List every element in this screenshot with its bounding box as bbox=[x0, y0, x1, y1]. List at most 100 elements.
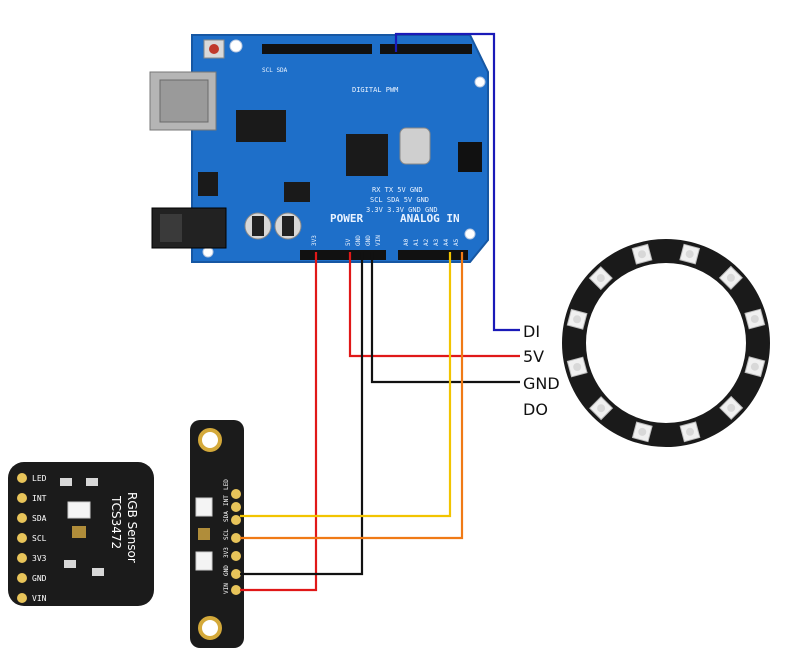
power-pin-label: 3V3 bbox=[311, 235, 318, 246]
wire-5v-sensor bbox=[240, 252, 318, 592]
pin-label: 3V3 bbox=[223, 547, 230, 558]
power-pin-label: GND bbox=[355, 235, 362, 246]
label-scl-sda: SCL SDA bbox=[262, 67, 288, 74]
power-pin-label: 5V bbox=[345, 238, 352, 246]
sensor-left: LED INT SDA SCL 3V3 GND VIN TCS3472 RGB … bbox=[8, 462, 154, 606]
ring-led-lens bbox=[597, 404, 606, 413]
mcu-chip bbox=[346, 134, 388, 176]
sensor-left-led bbox=[67, 501, 91, 519]
pin-label: SCL bbox=[32, 534, 47, 543]
pin-pad bbox=[17, 493, 27, 503]
mount-hole bbox=[474, 76, 486, 88]
label-power: POWER bbox=[330, 212, 363, 225]
sensor-left-pins bbox=[17, 473, 27, 603]
pin-label: GND bbox=[223, 565, 230, 576]
wire-sda bbox=[240, 252, 452, 518]
sensor-right-title: TCS3472 Colour Sensor bbox=[180, 488, 191, 607]
pin-label: INT bbox=[223, 495, 230, 506]
ring-led-lens bbox=[750, 315, 759, 323]
sensor-left-title-1: TCS3472 bbox=[109, 495, 123, 549]
ring-connection-labels: DI 5V GND DO bbox=[523, 322, 560, 419]
sensor-left-title-2: RGB Sensor bbox=[125, 492, 139, 563]
wires bbox=[240, 32, 520, 592]
mount-hole bbox=[464, 228, 476, 240]
regulator bbox=[198, 172, 218, 196]
pin-label: SDA bbox=[32, 514, 47, 523]
pin-label: LED bbox=[223, 479, 230, 490]
analog-pin-label: A4 bbox=[443, 238, 450, 246]
ring-led-lens bbox=[727, 403, 736, 412]
analog-pin-label: A5 bbox=[453, 238, 460, 246]
wire-scl bbox=[240, 252, 464, 540]
pin-pad bbox=[17, 593, 27, 603]
analog-pin-labels: A0 A1 A2 A3 A4 A5 bbox=[403, 238, 460, 246]
pin-pad bbox=[17, 513, 27, 523]
power-pin-label: GND bbox=[365, 235, 372, 246]
pin-pad bbox=[231, 533, 241, 543]
pin-pad bbox=[231, 551, 241, 561]
sensor-right-led bbox=[195, 497, 213, 517]
ring-led-lens bbox=[573, 315, 582, 324]
pin-label: INT bbox=[32, 494, 47, 503]
ring-led-lens bbox=[726, 273, 735, 282]
pin-pad bbox=[231, 489, 241, 499]
pin-label: GND bbox=[32, 574, 47, 583]
ring-led-lens bbox=[750, 362, 759, 371]
power-pin-label: VIN bbox=[375, 235, 382, 246]
sensor-right-led bbox=[195, 551, 213, 571]
small-chip bbox=[284, 182, 310, 202]
wire-gnd-sensor bbox=[240, 252, 364, 576]
label-di: DI bbox=[523, 322, 540, 341]
wire-5v-ring bbox=[348, 252, 520, 358]
power-pin-labels: 3V3 5V GND GND VIN bbox=[311, 235, 382, 246]
sensor-left-chip bbox=[72, 526, 86, 538]
mount-hole bbox=[198, 616, 222, 640]
label-5v: 5V bbox=[523, 347, 544, 366]
label-gnd: GND bbox=[523, 374, 560, 393]
pin-pad bbox=[231, 569, 241, 579]
sensor-right-pins bbox=[231, 489, 241, 595]
label-digital-pwm: DIGITAL PWM bbox=[352, 86, 398, 94]
label-scl-sda-5v: SCL SDA 5V GND bbox=[370, 196, 429, 204]
analog-pin-label: A2 bbox=[423, 238, 430, 246]
mount-hole bbox=[229, 39, 243, 53]
ring-led-lens bbox=[596, 274, 605, 283]
pin-pad bbox=[17, 533, 27, 543]
digital-header-2 bbox=[380, 44, 472, 54]
sensor-right-pcb bbox=[190, 420, 244, 648]
pin-label: LED bbox=[32, 474, 47, 483]
analog-pin-label: A1 bbox=[413, 238, 420, 246]
sensor-left-pin-labels: LED INT SDA SCL 3V3 GND VIN bbox=[32, 474, 47, 603]
pin-pad bbox=[17, 553, 27, 563]
power-header bbox=[300, 250, 386, 260]
ring-body bbox=[562, 239, 770, 447]
pin-label: VIN bbox=[223, 583, 230, 594]
pin-label: SCL bbox=[223, 529, 230, 540]
pin-pad bbox=[231, 585, 241, 595]
wire-gnd-ring bbox=[370, 252, 520, 384]
ring-leds bbox=[566, 243, 766, 443]
sensor-right-pin-labels: LED INT SDA SCL 3V3 GND VIN bbox=[223, 479, 230, 594]
analog-pin-label: A0 bbox=[403, 238, 410, 246]
ring-led-lens bbox=[638, 427, 647, 436]
sensor-right: TCS3472 Colour Sensor LED INT SDA SCL 3V… bbox=[180, 420, 244, 648]
pin-pad bbox=[231, 515, 241, 525]
digital-header-1 bbox=[262, 44, 372, 54]
ring-led-lens bbox=[686, 427, 694, 436]
pin-pad bbox=[17, 473, 27, 483]
usb-chip bbox=[236, 110, 286, 142]
label-analog-in: ANALOG IN bbox=[400, 212, 460, 225]
icsp-header bbox=[458, 142, 482, 172]
pin-pad bbox=[231, 502, 241, 512]
ring-led-lens bbox=[573, 363, 582, 371]
arduino-board: DIGITAL PWM SCL SDA RX TX 5V GND SCL SDA… bbox=[149, 34, 489, 263]
pin-label: 3V3 bbox=[32, 554, 47, 563]
pin-label: VIN bbox=[32, 594, 47, 603]
analog-pin-label: A3 bbox=[433, 238, 440, 246]
pin-label: SDA bbox=[223, 511, 230, 522]
arduino-pcb bbox=[191, 34, 489, 263]
wire-data-in bbox=[394, 32, 520, 332]
sensor-right-chip bbox=[198, 528, 210, 540]
neopixel-ring bbox=[562, 239, 770, 447]
